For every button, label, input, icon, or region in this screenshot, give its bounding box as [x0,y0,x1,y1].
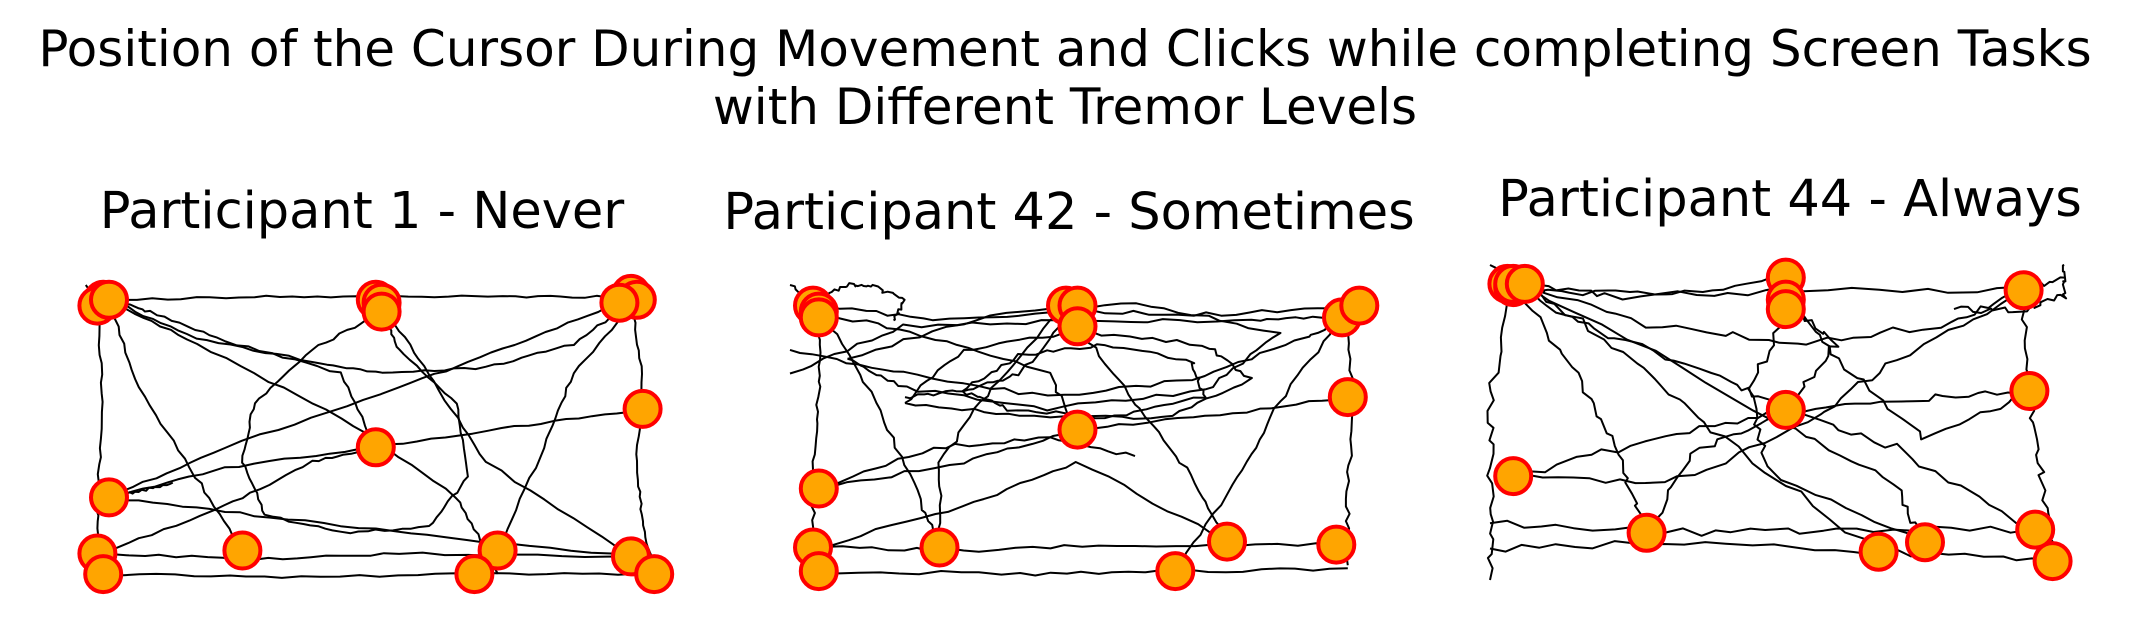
cursor-path [812,542,1337,553]
cursor-path [1489,519,2030,537]
click-point [599,282,640,323]
cursor-path [2020,289,2054,562]
cursor-path [1489,540,2053,563]
click-point [222,530,263,571]
panel-2 [789,282,1380,592]
cursor-path [847,302,1282,412]
click-point [634,554,675,595]
figure-title: Position of the Cursor During Movement a… [0,20,2130,136]
cursor-path [818,436,1136,490]
click-point [89,279,129,320]
cursor-path [1486,283,1515,581]
click-point [1858,531,1899,572]
click-point [1905,522,1945,563]
cursor-path [108,298,638,374]
click-point [1493,456,1534,497]
cursor-path [818,310,1079,431]
figure-title-line1: Position of the Cursor During Movement a… [38,20,2092,78]
panel-1-title: Participant 1 - Never [99,182,625,241]
cursor-path [1512,283,1648,534]
click-point [1207,521,1247,562]
cursor-path [108,299,244,552]
click-point [2003,270,2044,311]
click-point [1316,524,1357,565]
cursor-path [810,317,822,548]
click-point [2015,509,2056,550]
click-point [1057,409,1098,450]
cursor-path [1513,289,2025,485]
cursor-path [108,496,632,558]
click-point [1765,289,1806,330]
cursor-path [241,310,469,535]
cursor-path [1174,316,1343,572]
cursor-path [818,567,1348,577]
click-point [1626,512,1667,553]
panel-1 [77,273,675,595]
cursor-path [108,298,499,575]
panel-2-title: Participant 42 - Sometimes [723,183,1415,242]
click-point [89,477,129,518]
click-point [919,527,960,568]
cursor-path [818,282,906,322]
click-point [477,530,518,571]
cursor-path [1784,299,2030,441]
click-point [798,468,839,509]
cursor-path [496,299,638,551]
cursor-path [1512,283,2030,531]
click-point [2009,371,2050,411]
cursor-path [1344,317,1355,566]
cursor-path [904,304,1079,400]
cursor-path [1953,264,2068,314]
cursor-path [103,572,655,579]
click-point [1339,285,1380,326]
cursor-path [1524,283,1927,543]
cursor-path [789,304,1360,397]
click-point [1155,551,1196,592]
click-point [454,554,495,595]
click-point [1327,377,1368,418]
cursor-path [1524,283,1880,553]
panel-3-title: Participant 44 - Always [1498,170,2082,229]
cursor-path [97,551,632,561]
cursor-path [904,330,1253,420]
click-point [1504,263,1545,304]
cursor-path [102,446,376,555]
click-point [361,291,402,332]
cursor-path [108,301,620,499]
cursor-path [630,299,656,575]
click-point [355,427,396,468]
click-point [798,297,839,338]
click-point [622,388,663,429]
cursor-path [817,305,941,548]
panel-3 [1486,257,2073,582]
click-point [1057,306,1098,347]
figure-title-line2: with Different Tremor Levels [712,78,1418,136]
cursor-path [95,305,104,554]
cursor-path [1513,276,1786,297]
cursor-path [1747,308,1926,544]
cursor-path [937,304,1067,548]
cursor-path [818,461,1228,549]
cursor-path [380,302,632,558]
click-point [83,554,124,595]
cursor-path [1076,325,1228,543]
click-point [798,551,839,592]
click-point [1765,389,1806,430]
click-point [2032,541,2073,582]
